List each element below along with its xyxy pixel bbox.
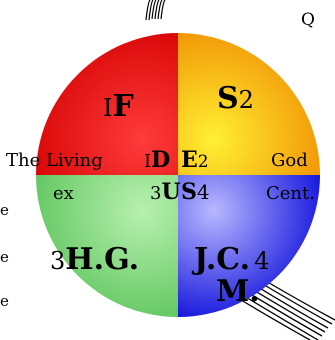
corner-text: Q <box>301 10 315 30</box>
label-bottom-right-text: J.C. <box>191 242 250 277</box>
center-top-left-number: I <box>144 151 151 172</box>
label-bottom-right-line2: M. <box>216 274 260 309</box>
label-bottom-left-number: 3 <box>50 247 65 275</box>
side-label-top-left: The Living <box>6 150 103 171</box>
label-top-left: IF <box>103 89 134 124</box>
center-bottom-left-letter: U <box>161 179 180 205</box>
edge-fragment-1: e <box>0 201 9 219</box>
center-bottom-right-number: 4 <box>197 180 210 204</box>
side-label-top-right: God <box>271 150 308 171</box>
label-top-right: S2 <box>217 81 254 116</box>
label-top-right-text: S <box>217 81 239 116</box>
center-top-right-letter: E <box>181 147 198 173</box>
center-bottom-right: S4 <box>181 179 210 205</box>
label-top-left-text: F <box>112 89 133 124</box>
edge-fragment-2: e <box>0 248 9 266</box>
center-bottom-left-number: 3 <box>150 183 161 204</box>
center-bottom-right-letter: S <box>181 179 197 205</box>
spring-top <box>146 0 165 20</box>
side-label-bottom-left: ex <box>53 183 74 204</box>
label-bottom-right-line1: J.C.4 <box>191 242 269 277</box>
side-label-bottom-right: Cent. <box>266 183 315 204</box>
edge-fragment-3: e <box>0 292 9 310</box>
label-bottom-left-text: H.G. <box>65 242 139 277</box>
label-bottom-left: 3H.G. <box>50 242 139 277</box>
center-top-right-number: 2 <box>198 152 209 172</box>
label-bottom-right-number: 4 <box>254 247 269 275</box>
center-bottom-left: 3U <box>150 179 181 205</box>
label-top-right-number: 2 <box>239 86 254 114</box>
label-top-left-number: I <box>103 94 112 122</box>
center-top-left-letter: D <box>151 147 170 173</box>
center-top-left: ID <box>144 147 170 173</box>
